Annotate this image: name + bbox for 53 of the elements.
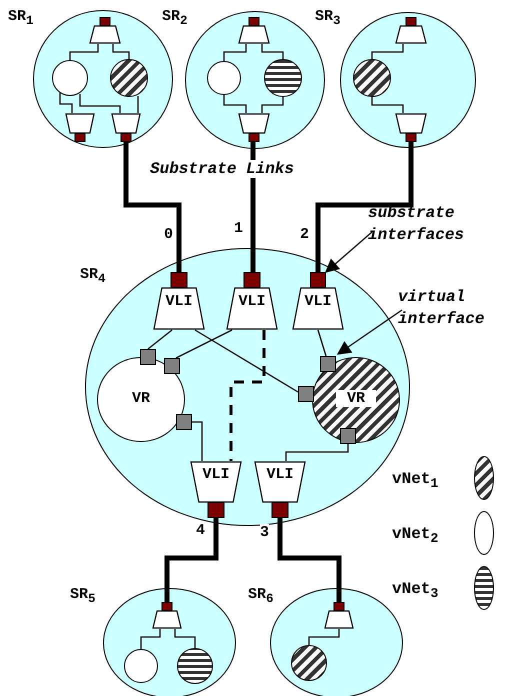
leader-line [336,309,402,355]
legend-label: vNet$_{3}$ [392,580,438,602]
node-label: VLI [303,293,332,310]
connector-line [112,44,130,59]
interface-square [164,358,180,374]
interface-square [140,349,156,365]
connector-line [194,329,298,393]
link-line [250,142,256,272]
router-label: SR$_{5}$ [70,586,96,606]
connector-line [261,97,284,113]
router-label: SR$_{3}$ [315,8,341,28]
legend-label: vNet$_{1}$ [392,470,438,492]
router-label: SR$_{1}$ [8,8,34,28]
node-label: VLI [265,466,294,483]
connector-line [176,329,232,359]
connector-line [223,44,247,61]
link-line [316,142,414,272]
interface-square [298,386,314,402]
router-label: SR$_{4}$ [80,266,106,286]
connector-line [261,44,284,59]
interface-square [176,414,192,430]
node-label: VLI [164,293,194,310]
connector-line [192,421,203,461]
link-line [164,518,218,602]
node-label: VR [336,390,376,407]
router-label: SR$_{2}$ [162,8,188,28]
connector-line [371,97,404,113]
connector-line [79,94,121,113]
legend-label: vNet$_{2}$ [392,525,438,548]
connector-line [59,91,73,113]
connector-line [137,96,139,113]
node-label: VR [130,390,151,406]
leader-line [324,232,372,273]
annotation-text: substrate interfaces [368,203,466,246]
connector-line [174,629,196,648]
connector-line [285,444,349,461]
connector-line [140,629,161,649]
connector-line [223,95,247,113]
annotation-text: virtual interface [398,287,486,330]
interface-square [340,428,356,444]
connector-line [317,330,327,356]
node-label: VLI [237,293,266,310]
interface-square [310,272,326,288]
section-label: Substrate Links [150,160,294,178]
connector-line [371,44,404,59]
dashed-link [230,330,266,461]
connector-line [148,330,172,350]
router-label: SR$_{6}$ [248,586,274,606]
connector-line [308,629,340,645]
node-label: VLI [201,466,230,483]
link-line [278,518,342,602]
interface-square [320,356,336,372]
connector-line [69,44,99,60]
